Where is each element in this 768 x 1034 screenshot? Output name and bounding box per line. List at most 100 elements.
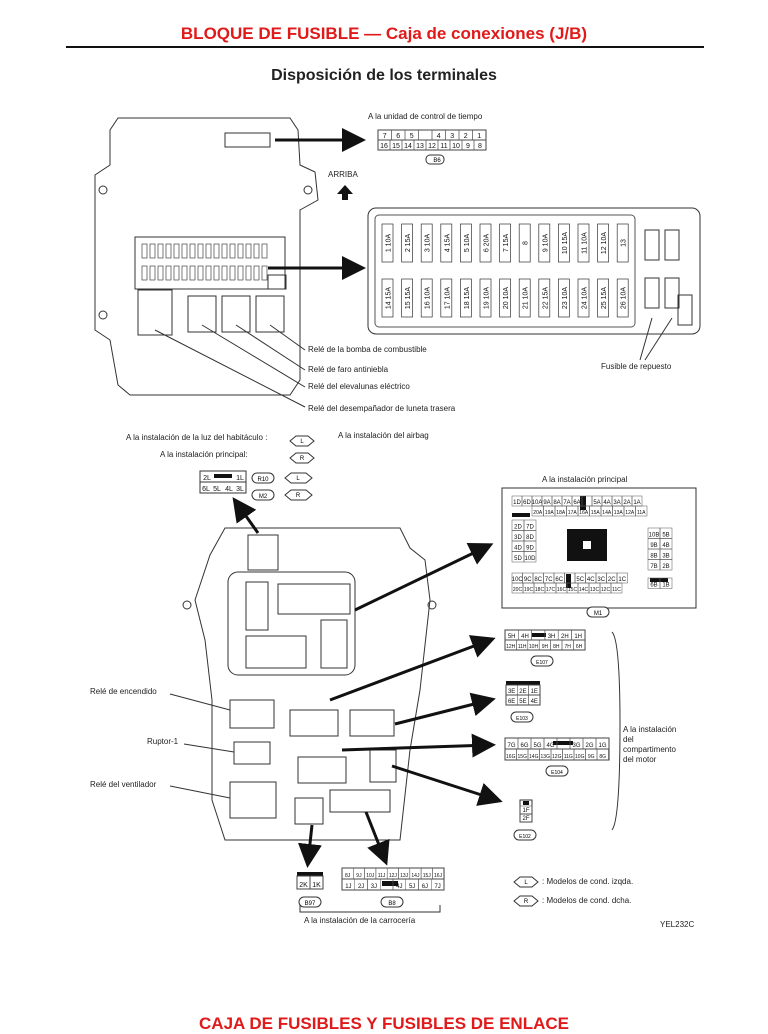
e104-pin-label: 8G: [599, 754, 606, 760]
r10-L-text: L: [296, 476, 300, 482]
jb-fuse-slot: [253, 243, 260, 259]
fuse-slot: [381, 278, 394, 318]
jb-fuse-slot: [237, 265, 244, 281]
m1-pin-cell: [635, 505, 648, 517]
e102-pin-cell: [519, 813, 533, 823]
m1-pin-label: 5B: [662, 533, 669, 539]
jb-fuse-slot: [173, 243, 180, 259]
b8-pin-label: 7J: [434, 884, 440, 890]
m1-pin-label: 6B: [650, 583, 657, 589]
b8-pin-label: 5J: [409, 884, 415, 890]
timer-conn-tag-text: B6: [433, 158, 441, 164]
m1-pin-label: 12A: [625, 510, 635, 516]
fuse-slot: [518, 278, 531, 318]
m1-pin-label: 7C: [545, 577, 553, 583]
b8-pin-label: 13J: [400, 873, 409, 879]
jb-fuse-slot: [141, 243, 148, 259]
jb-fuse-slot: [205, 243, 212, 259]
section-subtitle: Disposición de los terminales: [271, 67, 497, 84]
legend-L-tag-text: L: [300, 439, 304, 445]
m1-pin-label: 1A: [633, 500, 640, 506]
fuse-label: 20 10A: [503, 287, 510, 310]
fuse-slot: [440, 223, 453, 263]
jb-fuse-slot: [213, 265, 220, 281]
fuse-slot: [420, 223, 433, 263]
m1-pin-label: 18C: [535, 587, 545, 593]
b8-pin-label: 3J: [371, 884, 377, 890]
e103-pin-cell: [528, 694, 541, 706]
m1-pin-label: 1B: [662, 583, 669, 589]
room-lamp-harness-label: A la instalación de la luz del habitácul…: [126, 433, 268, 442]
m2-tag-text: M2: [259, 494, 268, 500]
fuse-label: 13: [621, 239, 628, 247]
r10-tag-text: R10: [257, 477, 269, 483]
m1-pin-label: 6D: [523, 500, 531, 506]
m1-pin-label: 3D: [514, 535, 522, 541]
m1-pin-label: 3A: [613, 500, 620, 506]
m1-pin-label: 13A: [614, 510, 624, 516]
e107-pin-label: 9H: [542, 644, 549, 650]
fuse-label: 16 10A: [425, 287, 432, 310]
legend-R-shape: [513, 895, 539, 907]
b8-pin-label: 1J: [345, 884, 351, 890]
m1-pin-cell: [659, 577, 673, 589]
up-label: ARRIBA: [328, 170, 358, 179]
fuse-slot: [577, 278, 590, 318]
b8-pin-label: 10J: [366, 873, 375, 879]
fan-relay-label: Relé del ventilador: [90, 780, 157, 789]
relay-leaders: [154, 324, 306, 408]
e102-pin-label: 2F: [522, 816, 529, 822]
timer-pin-label: 2: [464, 133, 468, 140]
fog-lamp-relay-label: Relé de faro antiniebla: [308, 365, 389, 374]
m1-pin-label: 16A: [579, 510, 589, 516]
breaker-label: Ruptor-1: [147, 737, 179, 746]
fuse-label: 6 20A: [484, 234, 491, 253]
timer-pin-label: 12: [428, 143, 436, 150]
e107-pin-cell: [573, 639, 586, 651]
m1-pin-label: 1D: [513, 500, 521, 506]
m1-pin-label: 2A: [623, 500, 630, 506]
m1-pin-label: 5A: [593, 500, 600, 506]
e107-pin-label: 8H: [553, 644, 560, 650]
e107-pin-label: 4H: [521, 634, 529, 640]
m1-pin-label: 4B: [662, 543, 669, 549]
m1-pin-label: 1C: [618, 577, 626, 583]
m1-pin-label: 5C: [576, 577, 584, 583]
fuse-label: 17 10A: [444, 287, 451, 310]
fuse-label: 21 10A: [523, 287, 530, 310]
engine-room-harness-label: A la instalación del compartimento del m…: [623, 725, 677, 764]
r10-pin-label: 6L: [202, 486, 210, 493]
e104-pin-label: 2G: [585, 743, 593, 749]
e107-pin-label: 3H: [548, 634, 556, 640]
jb-fuse-slot: [245, 265, 252, 281]
b8-pin-label: 8J: [345, 873, 351, 879]
fuse-label: 4 15A: [444, 234, 451, 253]
fuse-label: 19 10A: [484, 287, 491, 310]
m1-pin-label: 10D: [524, 556, 536, 562]
m1-pin-label: 3B: [662, 554, 669, 560]
airbag-harness-label: A la instalación del airbag: [338, 431, 429, 440]
m1-pin-label: 9C: [524, 577, 532, 583]
b8-pin-label: 16J: [434, 873, 443, 879]
fuse-slot: [597, 278, 609, 318]
e104-pin-label: 9G: [588, 754, 595, 760]
figure-code: YEL232C: [660, 920, 695, 929]
fuse-label: 12 10A: [601, 232, 608, 255]
m1-pin-label: 7B: [650, 564, 657, 570]
e104-pin-label: 15G: [518, 754, 528, 760]
timer-connector-tag: [425, 154, 445, 165]
fuse-slot-grid: [141, 243, 268, 281]
e103-tag-text: E103: [516, 716, 528, 722]
spare-fuse-label: Fusible de repuesto: [601, 362, 672, 371]
title-rule: [66, 46, 704, 48]
m1-pin-cell: [610, 582, 623, 594]
fuel-pump-relay-label: Relé de la bomba de combustible: [308, 345, 427, 354]
r10-pin-label: 2L: [203, 475, 211, 482]
spare-fuse-leader: [639, 317, 653, 361]
